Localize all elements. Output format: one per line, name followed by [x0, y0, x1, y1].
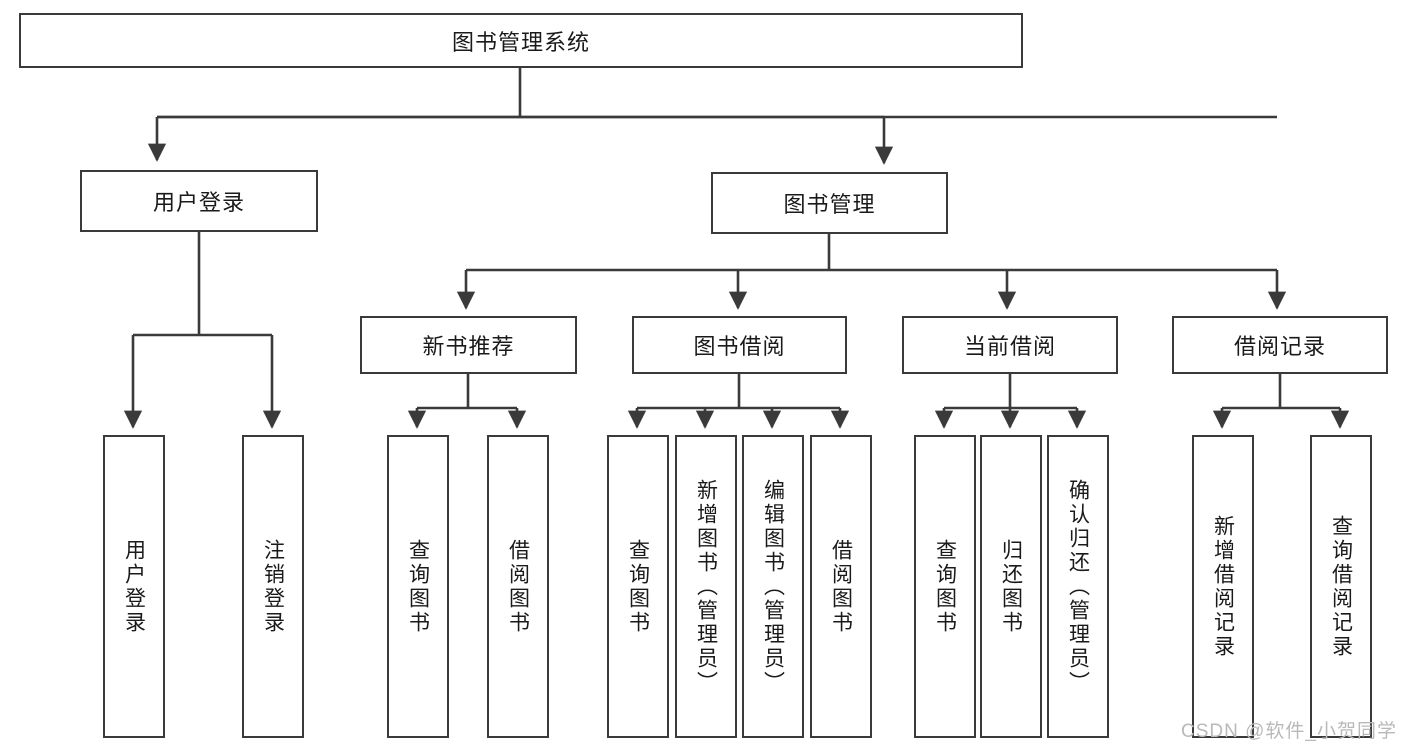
leaf-return-book-label: 归还图书: [999, 538, 1023, 635]
leaf-query-book-1[interactable]: 查询图书: [387, 435, 449, 738]
leaf-confirm-return[interactable]: 确认归还（管理员）: [1047, 435, 1109, 738]
node-user-login[interactable]: 用户登录: [80, 170, 318, 232]
node-current-borrow[interactable]: 当前借阅: [902, 316, 1118, 374]
leaf-user-logout[interactable]: 注销登录: [242, 435, 304, 738]
node-borrow-record[interactable]: 借阅记录: [1172, 316, 1388, 374]
node-root[interactable]: 图书管理系统: [19, 13, 1023, 68]
leaf-user-login[interactable]: 用户登录: [103, 435, 165, 738]
leaf-user-logout-label: 注销登录: [261, 538, 285, 635]
leaf-add-book-label: 新增图书（管理员）: [694, 478, 718, 695]
leaf-query-borrow-record-label: 查询借阅记录: [1329, 514, 1353, 659]
leaf-query-book-3-label: 查询图书: [933, 538, 957, 635]
leaf-add-book[interactable]: 新增图书（管理员）: [675, 435, 737, 738]
leaf-add-borrow-record[interactable]: 新增借阅记录: [1192, 435, 1254, 738]
node-book-borrow-label: 图书借阅: [693, 334, 786, 359]
leaf-query-book-1-label: 查询图书: [406, 538, 430, 635]
node-new-book-recommend-label: 新书推荐: [422, 334, 515, 359]
leaf-query-book-2[interactable]: 查询图书: [607, 435, 669, 738]
leaf-confirm-return-label: 确认归还（管理员）: [1066, 478, 1090, 695]
node-book-management[interactable]: 图书管理: [711, 172, 948, 234]
leaf-borrow-book-2[interactable]: 借阅图书: [810, 435, 872, 738]
leaf-query-borrow-record[interactable]: 查询借阅记录: [1310, 435, 1372, 738]
node-root-label: 图书管理系统: [451, 29, 590, 55]
leaf-return-book[interactable]: 归还图书: [980, 435, 1042, 738]
leaf-borrow-book-2-label: 借阅图书: [829, 538, 853, 635]
leaf-add-borrow-record-label: 新增借阅记录: [1211, 514, 1235, 659]
leaf-query-book-2-label: 查询图书: [626, 538, 650, 635]
leaf-user-login-label: 用户登录: [122, 538, 146, 635]
leaf-borrow-book-1-label: 借阅图书: [506, 538, 530, 635]
leaf-edit-book[interactable]: 编辑图书（管理员）: [742, 435, 804, 738]
leaf-edit-book-label: 编辑图书（管理员）: [761, 478, 785, 695]
leaf-borrow-book-1[interactable]: 借阅图书: [487, 435, 549, 738]
node-user-login-label: 用户登录: [152, 190, 245, 215]
leaf-query-book-3[interactable]: 查询图书: [914, 435, 976, 738]
node-borrow-record-label: 借阅记录: [1233, 334, 1326, 359]
node-current-borrow-label: 当前借阅: [963, 334, 1056, 359]
node-book-management-label: 图书管理: [783, 192, 876, 217]
csdn-watermark: CSDN @软件_小贺同学: [1181, 721, 1397, 742]
node-new-book-recommend[interactable]: 新书推荐: [360, 316, 577, 374]
node-book-borrow[interactable]: 图书借阅: [632, 316, 847, 374]
